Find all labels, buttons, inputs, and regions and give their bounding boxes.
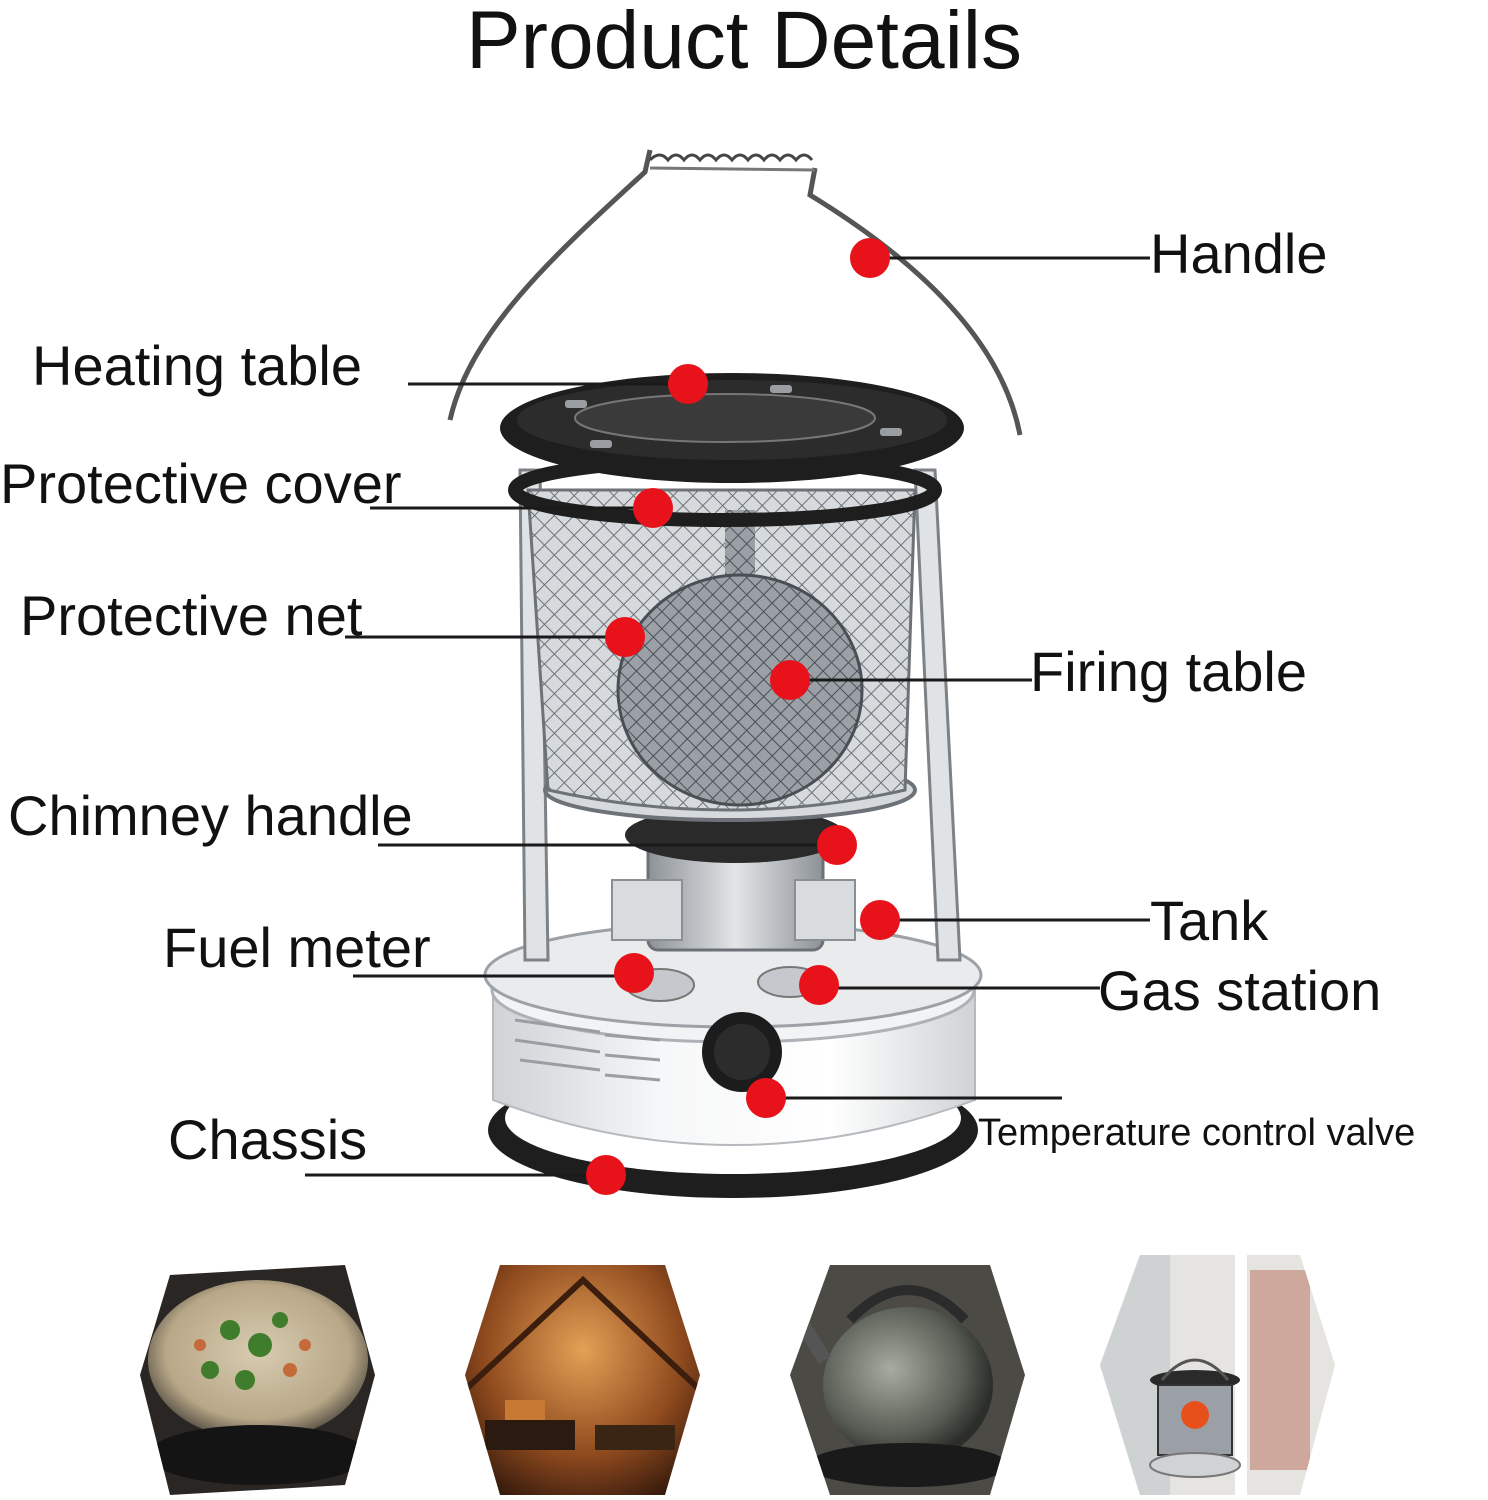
kettle-photo — [790, 1265, 1025, 1495]
marker-chassis — [586, 1155, 626, 1195]
part-markers — [586, 238, 900, 1195]
label-temperature-control-valve: Temperature control valve — [978, 1112, 1416, 1154]
marker-gas-station — [799, 965, 839, 1005]
label-heating-table: Heating table — [32, 334, 363, 397]
marker-chimney-handle — [817, 825, 857, 865]
marker-handle — [850, 238, 890, 278]
marker-fuel-meter — [614, 953, 654, 993]
label-firing-table: Firing table — [1030, 640, 1308, 703]
marker-tank — [860, 900, 900, 940]
label-protective-net: Protective net — [20, 584, 363, 647]
label-gas-station: Gas station — [1098, 959, 1382, 1022]
indoor-heater-photo — [1100, 1255, 1335, 1495]
label-protective-cover: Protective cover — [0, 452, 402, 515]
warning-sticker — [514, 1018, 661, 1082]
marker-protective-cover — [633, 488, 673, 528]
marker-protective-net — [605, 617, 645, 657]
label-tank: Tank — [1150, 889, 1269, 952]
label-fuel-meter: Fuel meter — [163, 916, 431, 979]
leader-lines — [305, 256, 1150, 1177]
page-title: Product Details — [465, 0, 1023, 86]
label-handle: Handle — [1150, 222, 1328, 285]
label-chimney-handle: Chimney handle — [8, 784, 413, 847]
firing-dome — [616, 573, 864, 807]
heater-diagram — [305, 149, 1150, 1198]
label-chassis: Chassis — [168, 1108, 368, 1171]
marker-firing-table — [770, 660, 810, 700]
marker-temperature-control-valve — [746, 1078, 786, 1118]
camp-tent-photo — [465, 1265, 700, 1495]
soup-pot-photo — [140, 1265, 375, 1495]
marker-heating-table — [668, 364, 708, 404]
